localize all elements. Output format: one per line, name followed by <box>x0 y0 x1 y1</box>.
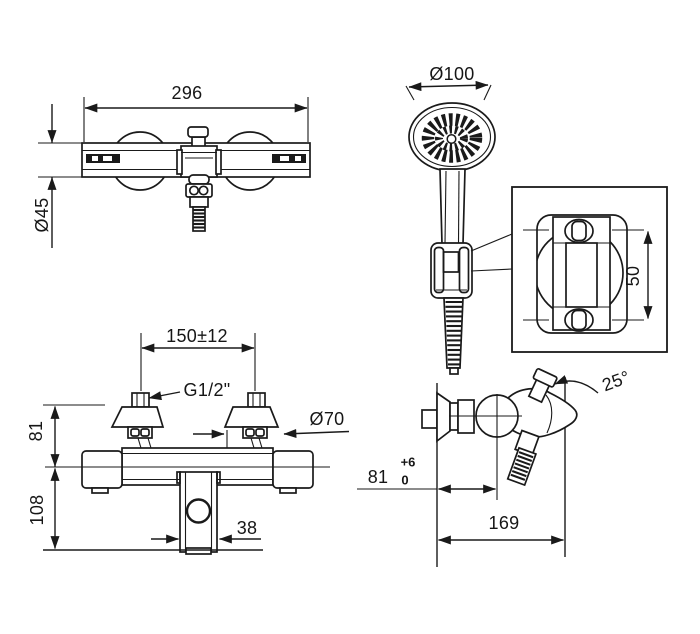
dim-overall-depth-label: 169 <box>488 513 520 533</box>
dim-handshower-diameter-label: Ø100 <box>429 64 475 84</box>
hose-ribbing <box>445 300 462 366</box>
dim-center-to-outlet-label: 108 <box>27 494 47 526</box>
dim-escutcheon-diameter-label: Ø70 <box>309 409 345 429</box>
mixer-side-view <box>357 368 599 567</box>
dim-thread-label: G1/2" <box>183 380 231 400</box>
dim-body-length-label: 296 <box>171 83 203 103</box>
dim-body-diameter-label: Ø45 <box>32 197 52 233</box>
mixer-top-view <box>38 97 311 248</box>
dim-wall-to-valve-label: 81 <box>367 467 389 487</box>
dim-bracket-hole-spacing-label: 50 <box>623 265 643 287</box>
hose-stub <box>506 446 538 487</box>
dim-tolerance-upper-label: +6 <box>400 454 416 470</box>
hand-shower-view <box>405 80 513 375</box>
dim-tolerance-lower-label: 0 <box>401 472 409 488</box>
thread-hatching <box>193 208 205 229</box>
dim-outlet-width-label: 38 <box>236 518 258 538</box>
mixer-front-view <box>43 333 350 555</box>
dim-inlet-to-center-label: 81 <box>26 420 46 442</box>
diverter-knob <box>527 368 558 404</box>
wall-bracket-detail <box>511 186 668 353</box>
dim-inlet-spacing-label: 150±12 <box>166 326 228 346</box>
